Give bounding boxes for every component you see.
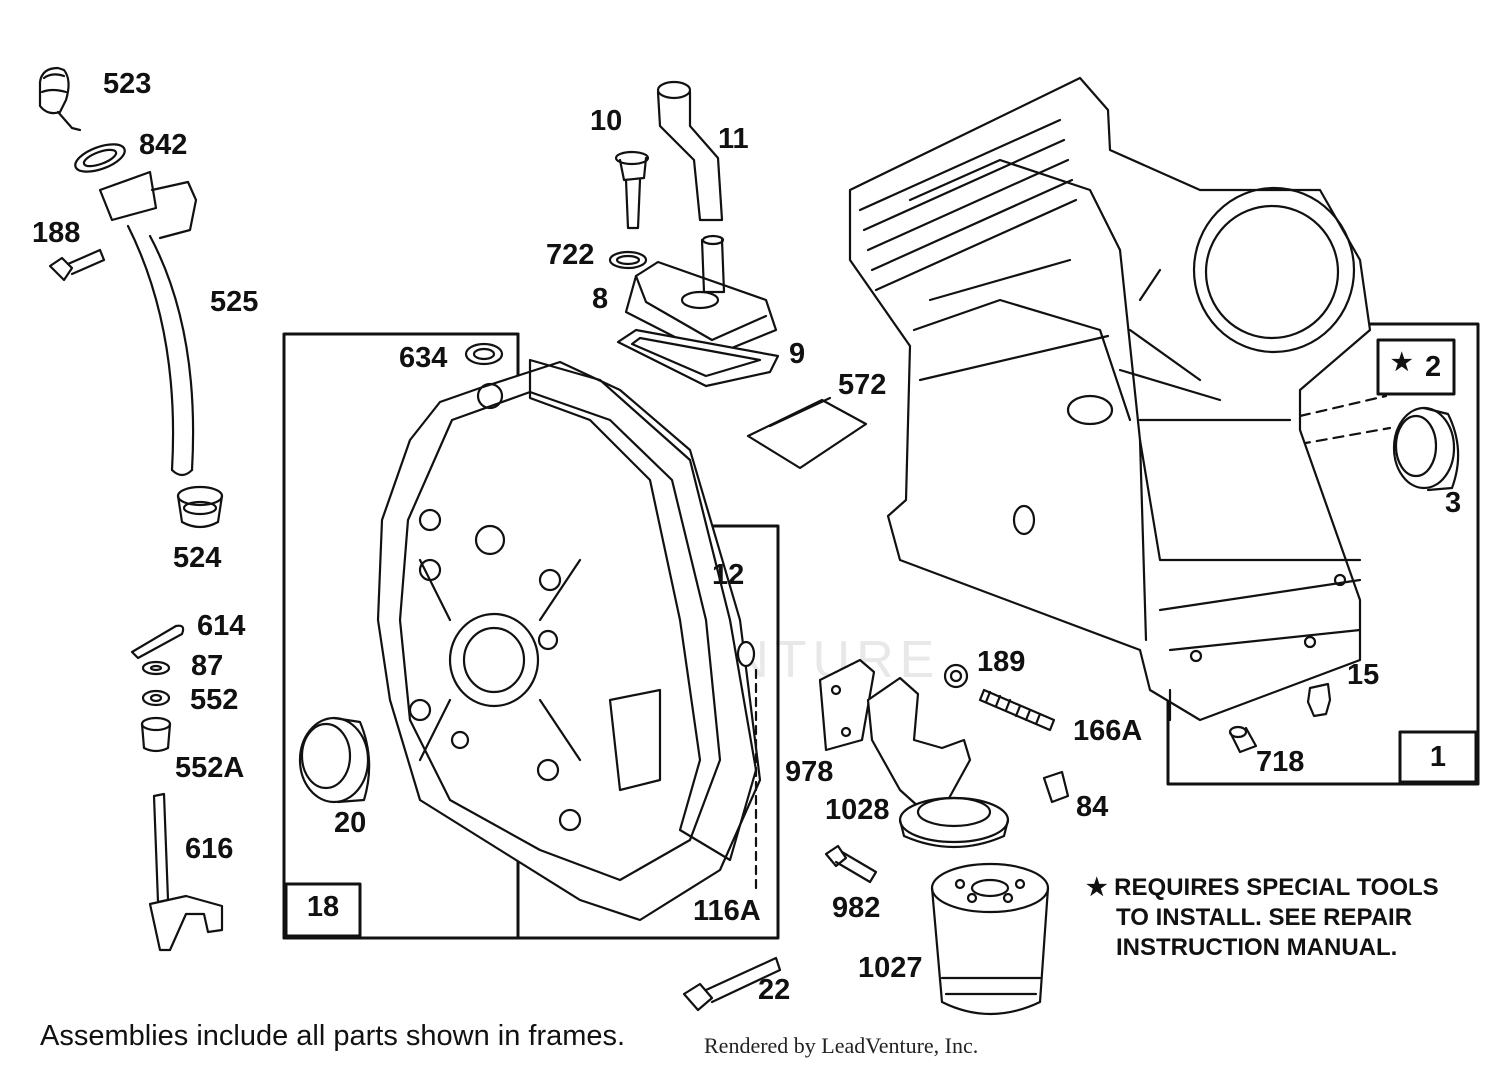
label-8[interactable]: 8 [592,283,609,315]
plate-572[interactable] [746,396,868,470]
label-1028[interactable]: 1028 [825,794,890,826]
breather-tube-11[interactable] [656,80,724,222]
filter-adapter-1028[interactable] [866,676,1010,849]
frame-2-star-icon: ★ [1391,349,1413,376]
breather-cover-8[interactable] [624,234,778,358]
crankcase-cover[interactable] [376,360,762,922]
leader-lines-3 [1298,394,1392,446]
seal-20[interactable] [298,716,371,804]
label-12[interactable]: 12 [712,559,745,591]
fitting-84[interactable] [1042,770,1070,804]
label-10[interactable]: 10 [590,105,623,137]
bushing-552a[interactable] [140,716,172,753]
label-20[interactable]: 20 [334,807,367,839]
gasket-12[interactable] [528,358,758,862]
label-87[interactable]: 87 [191,650,224,682]
bolt-22[interactable] [682,956,782,1012]
note-line-1: ★ REQUIRES SPECIAL TOOLS [1086,874,1439,901]
label-116a[interactable]: 116A [693,895,761,927]
label-616[interactable]: 616 [185,833,234,865]
shaft-616[interactable] [148,792,224,952]
label-525[interactable]: 525 [210,286,259,318]
dipstick-tube-525[interactable] [98,170,198,477]
label-842[interactable]: 842 [139,129,188,161]
dipstick-cap-523[interactable] [38,66,82,132]
frame-1-border [1166,322,1480,786]
label-15[interactable]: 15 [1347,659,1380,691]
label-84[interactable]: 84 [1076,791,1109,823]
label-718[interactable]: 718 [1256,746,1305,778]
label-11[interactable]: 11 [718,123,749,155]
seal-3[interactable] [1392,406,1460,492]
o-ring-722[interactable] [608,250,648,270]
special-tools-note: ★ REQUIRES SPECIAL TOOLS TO INSTALL. SEE… [1086,873,1439,963]
label-552[interactable]: 552 [190,684,239,716]
label-524[interactable]: 524 [173,542,222,574]
frame-18-number[interactable]: 18 [306,891,340,923]
label-978[interactable]: 978 [785,756,834,788]
bolt-982[interactable] [824,844,878,884]
label-189[interactable]: 189 [977,646,1026,678]
frame-2-tag [1376,338,1456,396]
rendered-by-credit: Rendered by LeadVenture, Inc. [704,1033,979,1058]
seal-ring-842[interactable] [72,139,128,177]
label-188[interactable]: 188 [32,217,81,249]
label-634[interactable]: 634 [399,342,448,374]
washer-552[interactable] [141,689,171,707]
note-line-3: INSTRUCTION MANUAL. [1116,934,1398,961]
frame-1-tag [1398,730,1478,784]
pin-614[interactable] [130,624,185,660]
label-523[interactable]: 523 [103,68,152,100]
dowel-116a[interactable] [736,640,758,892]
cylinder-block[interactable] [848,76,1372,722]
seal-634[interactable] [464,342,504,366]
oil-filter-1027[interactable] [930,862,1050,1016]
gasket-9[interactable] [616,328,780,388]
retainer-189[interactable] [943,663,969,689]
assemblies-footnote: Assemblies include all parts shown in fr… [40,1020,626,1052]
stud-166a[interactable] [978,688,1056,732]
label-1027[interactable]: 1027 [858,952,923,984]
label-3[interactable]: 3 [1445,487,1462,519]
pin-718[interactable] [1228,725,1258,754]
washer-87[interactable] [141,660,171,676]
bolt-188[interactable] [48,248,106,282]
label-166a[interactable]: 166A [1073,715,1143,747]
grommet-524[interactable] [176,485,224,529]
frame-2-number[interactable]: 2 [1425,351,1442,383]
frame-1-number[interactable]: 1 [1429,741,1447,773]
label-572[interactable]: 572 [838,369,887,401]
label-22[interactable]: 22 [758,974,791,1006]
label-9[interactable]: 9 [789,338,806,370]
label-982[interactable]: 982 [832,892,881,924]
label-722[interactable]: 722 [546,239,595,271]
gasket-978[interactable] [818,658,876,752]
bolt-10[interactable] [614,150,650,230]
label-552a[interactable]: 552A [175,752,245,784]
note-line-2: TO INSTALL. SEE REPAIR [1116,904,1413,931]
frame-18-tag [284,882,362,938]
label-614[interactable]: 614 [197,610,246,642]
plug-15[interactable] [1306,682,1332,718]
